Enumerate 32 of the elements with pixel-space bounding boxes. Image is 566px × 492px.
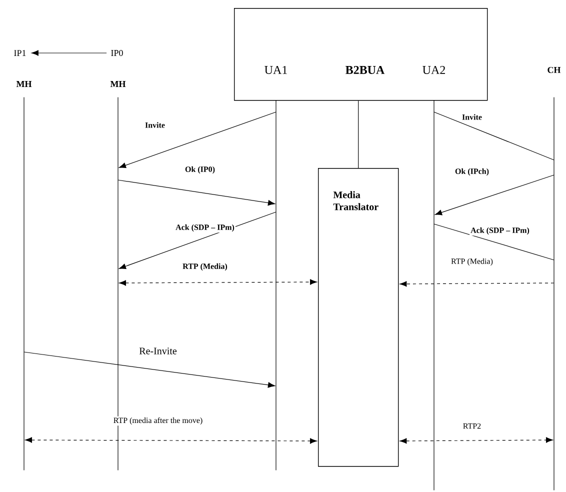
message-arrow [118, 112, 276, 168]
message-arrow [400, 437, 554, 444]
message-arrow [118, 212, 276, 269]
edge-label: RTP (media after the move) [112, 416, 204, 426]
message-arrow [400, 281, 554, 287]
message-arrow [118, 279, 318, 286]
message-arrow [434, 174, 554, 216]
translator-box: Media Translator [318, 168, 399, 467]
edge-label: RTP (Media) [182, 262, 228, 272]
lifeline-label: CH [548, 66, 561, 74]
edge-label: Invite [461, 113, 483, 121]
lifeline-label: MH [110, 81, 126, 87]
edge-label: Ok (IP0) [184, 165, 216, 175]
message-line [434, 224, 554, 260]
lifeline-label: IP1 [14, 50, 26, 56]
message-arrow [24, 437, 318, 444]
lifeline-label: UA1 [264, 66, 287, 74]
message-arrow [118, 180, 276, 206]
edge-label: Ok (IPch) [454, 167, 490, 177]
edge-label: RTP2 [462, 422, 482, 430]
message-arrow [24, 352, 276, 388]
lifeline-label: UA2 [422, 66, 445, 74]
lifeline-label: MH [16, 81, 32, 87]
connector-line [358, 100, 359, 168]
edge-label: RTP (Media) [450, 257, 494, 267]
edge-label: Ack (SDP – IPm) [470, 226, 530, 236]
edge-label: Re-Invite [138, 346, 178, 356]
message-line [434, 112, 554, 160]
lifeline-label: IP0 [111, 50, 123, 56]
edge-label: Invite [144, 121, 166, 129]
message-arrow [31, 50, 107, 56]
edge-label: Ack (SDP – IPm) [174, 223, 236, 233]
